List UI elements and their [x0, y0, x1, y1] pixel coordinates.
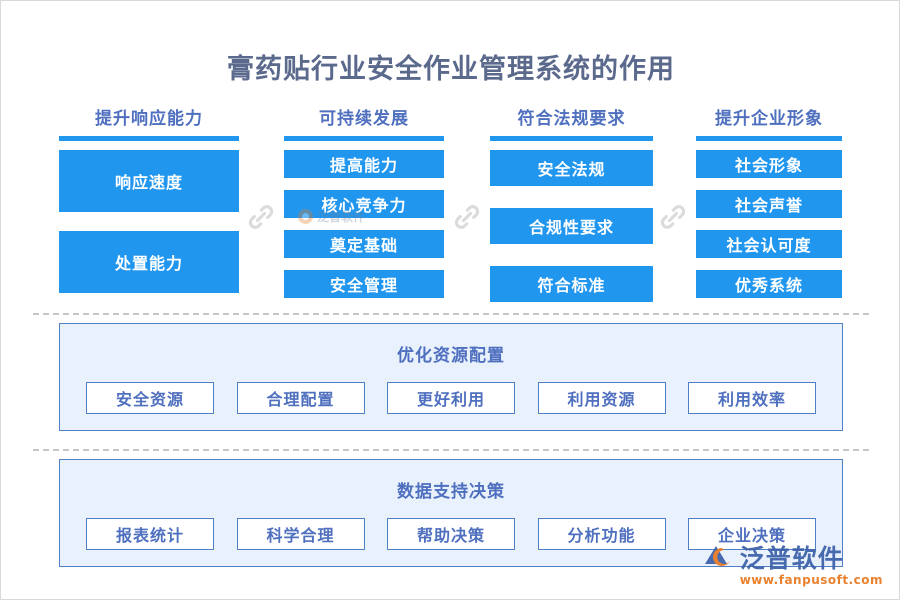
blue-box[interactable]: 处置能力	[59, 231, 239, 293]
chip[interactable]: 安全资源	[86, 382, 214, 414]
column-underline-3	[696, 136, 842, 141]
column-header-0: 提升响应能力	[95, 109, 203, 129]
blue-box[interactable]: 安全法规	[490, 150, 653, 186]
panel-chip-row: 报表统计 科学合理 帮助决策 分析功能 企业决策	[60, 518, 842, 550]
section-divider	[33, 449, 869, 451]
blue-box[interactable]: 符合标准	[490, 266, 653, 302]
column-header-3: 提升企业形象	[715, 109, 823, 129]
blue-box[interactable]: 安全管理	[284, 270, 444, 298]
chip[interactable]: 科学合理	[236, 518, 365, 550]
blue-box[interactable]: 社会认可度	[696, 230, 842, 258]
panel-chip-row: 安全资源 合理配置 更好利用 利用资源 利用效率	[60, 382, 842, 414]
blue-box[interactable]: 合规性要求	[490, 208, 653, 244]
blue-box[interactable]: 核心竞争力	[284, 190, 444, 218]
column-items-1: 提高能力 核心竞争力 奠定基础 安全管理	[284, 150, 444, 310]
blue-box[interactable]: 优秀系统	[696, 270, 842, 298]
chip[interactable]: 利用效率	[688, 382, 816, 414]
chain-link-icon	[450, 200, 484, 234]
brand-logo: 泛普软件 www.fanpusoft.com	[704, 539, 883, 587]
column-items-0: 响应速度 处置能力	[59, 150, 239, 312]
panel-title: 数据支持决策	[397, 482, 505, 502]
section-divider	[33, 313, 869, 315]
column-items-3: 社会形象 社会声誉 社会认可度 优秀系统	[696, 150, 842, 310]
blue-box[interactable]: 响应速度	[59, 150, 239, 212]
column-underline-1	[284, 136, 444, 141]
fanpu-logo-icon	[704, 544, 734, 570]
chip[interactable]: 分析功能	[537, 518, 666, 550]
blue-box[interactable]: 提高能力	[284, 150, 444, 178]
blue-box[interactable]: 社会形象	[696, 150, 842, 178]
chip[interactable]: 报表统计	[86, 518, 214, 550]
page-title: 膏药贴行业安全作业管理系统的作用	[227, 54, 675, 85]
column-items-2: 安全法规 合规性要求 符合标准	[490, 150, 653, 324]
panel-title: 优化资源配置	[397, 346, 505, 366]
chain-link-icon	[656, 200, 690, 234]
column-header-2: 符合法规要求	[517, 109, 626, 129]
brand-name: 泛普软件	[739, 544, 844, 573]
chain-link-icon	[244, 200, 278, 234]
column-underline-2	[490, 136, 653, 141]
column-group-1: 可持续发展 提高能力 核心竞争力 奠定基础 安全管理	[284, 109, 444, 310]
column-underline-0	[59, 136, 239, 141]
columns-region: 提升响应能力 响应速度 处置能力 可持续发展 提高能力 核心竞争力 奠定基础 安…	[1, 109, 900, 309]
chip[interactable]: 合理配置	[236, 382, 365, 414]
column-group-3: 提升企业形象 社会形象 社会声誉 社会认可度 优秀系统	[696, 109, 842, 310]
chip[interactable]: 更好利用	[387, 382, 515, 414]
chip[interactable]: 帮助决策	[387, 518, 515, 550]
column-header-1: 可持续发展	[319, 109, 409, 129]
chip[interactable]: 利用资源	[537, 382, 666, 414]
column-group-0: 提升响应能力 响应速度 处置能力	[59, 109, 239, 312]
panel-optimize-resources: 优化资源配置 安全资源 合理配置 更好利用 利用资源 利用效率	[59, 323, 843, 431]
brand-url: www.fanpusoft.com	[739, 573, 883, 587]
blue-box[interactable]: 奠定基础	[284, 230, 444, 258]
brand-row: 泛普软件	[704, 539, 844, 575]
chip[interactable]: 企业决策	[688, 518, 816, 550]
column-group-2: 符合法规要求 安全法规 合规性要求 符合标准	[490, 109, 653, 324]
panel-data-decision: 数据支持决策 报表统计 科学合理 帮助决策 分析功能 企业决策	[59, 459, 843, 567]
blue-box[interactable]: 社会声誉	[696, 190, 842, 218]
